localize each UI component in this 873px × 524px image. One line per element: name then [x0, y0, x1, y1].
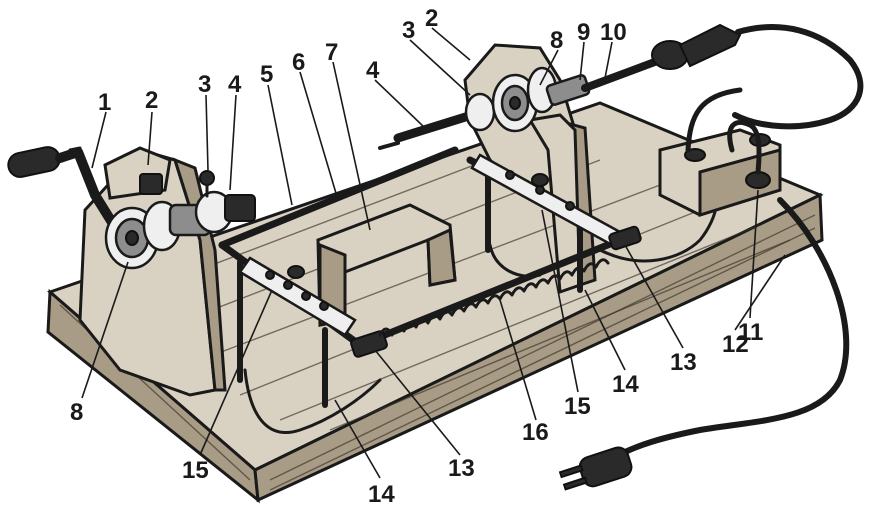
spring-coil	[378, 258, 610, 337]
left-pulley	[104, 170, 256, 270]
label-2-right: 2	[425, 5, 438, 32]
label-13-right: 13	[670, 349, 697, 376]
label-1: 1	[98, 89, 111, 116]
label-15-left: 15	[182, 457, 209, 484]
label-14-right: 14	[612, 371, 639, 398]
label-11: 11	[738, 319, 763, 346]
adjust-plate-left	[238, 256, 357, 337]
label-4-right: 4	[366, 57, 380, 84]
label-10: 10	[600, 19, 627, 46]
label-2-left: 2	[145, 87, 158, 114]
label-12: 12	[722, 331, 749, 358]
label-15-right: 15	[564, 393, 591, 420]
power-cord	[558, 197, 850, 491]
label-3-right: 3	[402, 17, 415, 44]
clamps	[350, 225, 642, 358]
label-7: 7	[325, 39, 338, 66]
label-6: 6	[292, 49, 305, 76]
label-14-left: 14	[368, 481, 395, 508]
label-3-left: 3	[198, 71, 211, 98]
label-16: 16	[522, 419, 549, 446]
label-9: 9	[577, 19, 590, 46]
drill-motor	[581, 23, 864, 130]
label-8-left: 8	[70, 399, 83, 426]
label-5: 5	[260, 61, 273, 88]
leader-lines	[81, 27, 786, 479]
switch-box	[658, 87, 782, 218]
label-8-right: 8	[550, 27, 563, 54]
crank-handle	[7, 146, 123, 237]
label-13-left: 13	[448, 455, 475, 482]
label-4-left: 4	[228, 71, 242, 98]
plug	[558, 446, 633, 491]
part-labels: 1 2 3 4 5 6 7 4 3 2 8 9 10 8 15 14 13 16…	[70, 5, 763, 508]
motor-shaft	[378, 66, 591, 150]
